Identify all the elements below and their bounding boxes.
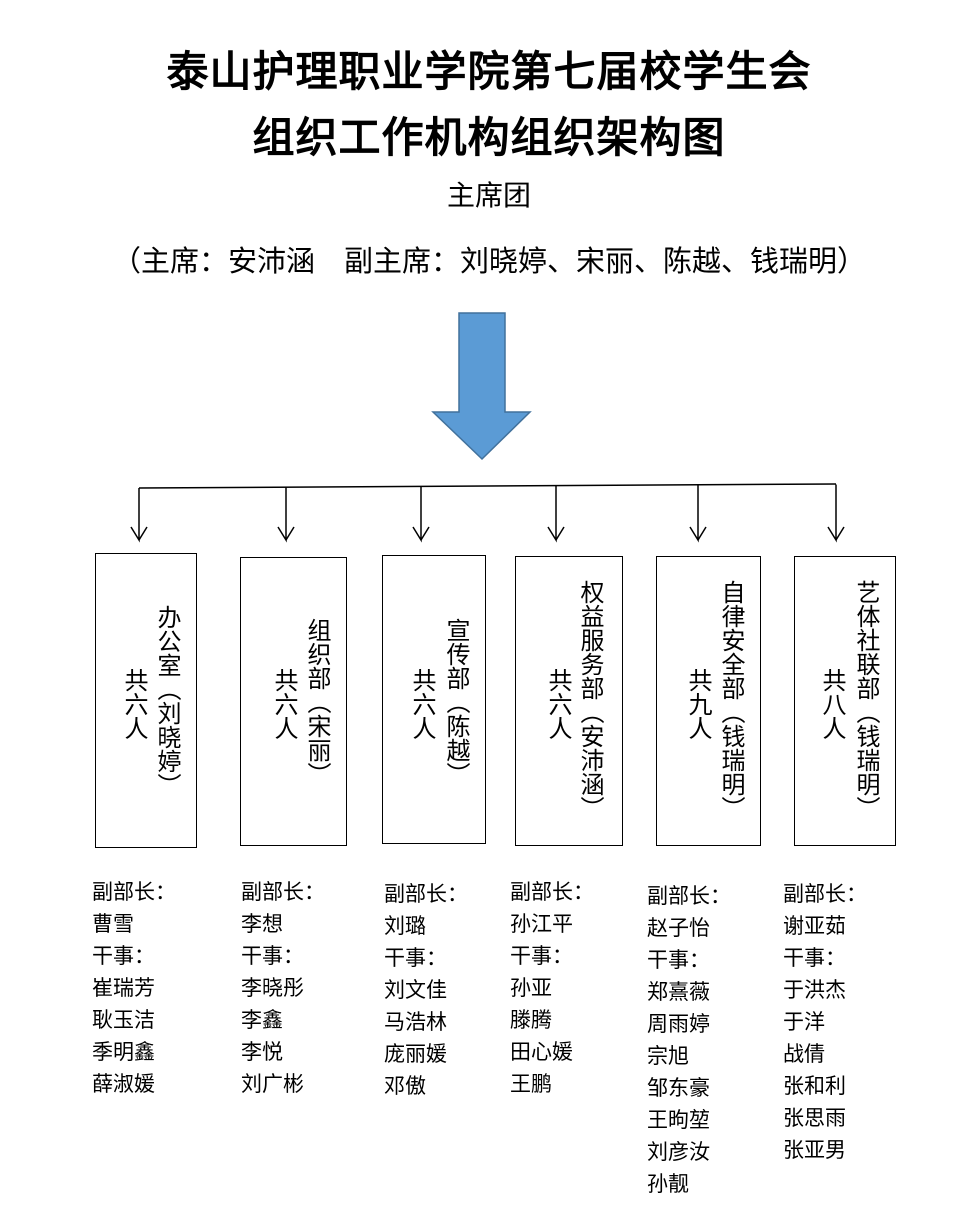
staff-name: 张思雨 — [783, 1106, 846, 1130]
branch-line — [138, 483, 837, 489]
department-count: 共六人 — [544, 668, 572, 740]
deputy-name: 刘璐 — [384, 914, 426, 938]
deputy-name: 赵子怡 — [647, 916, 710, 940]
down-arrow-icon-head — [835, 526, 845, 541]
staff-name: 马浩林 — [384, 1010, 447, 1034]
staff-name: 刘广彬 — [241, 1072, 304, 1096]
staff-name: 刘文佳 — [384, 978, 447, 1002]
staff-name: 邓傲 — [384, 1074, 426, 1098]
deputy-name: 李想 — [241, 912, 283, 936]
staff-name: 王昫堃 — [647, 1108, 710, 1132]
chart-title-line1: 泰山护理职业学院第七届校学生会 — [166, 47, 812, 96]
staff-name: 李鑫 — [241, 1008, 283, 1032]
staff-name: 郑熹薇 — [647, 980, 710, 1004]
staff-name: 刘彦汝 — [647, 1140, 710, 1164]
staff-name: 王鹏 — [510, 1072, 552, 1096]
big-down-arrow — [431, 312, 532, 461]
staff-name: 于洪杰 — [783, 978, 846, 1002]
staff-label: 干事： — [783, 946, 846, 970]
deputy-label: 副部长： — [92, 880, 176, 904]
staff-name: 庞丽媛 — [384, 1042, 447, 1066]
down-arrow-icon — [547, 485, 557, 543]
staff-name: 薛淑媛 — [92, 1072, 155, 1096]
department-name: 自律安全部（钱瑞明） — [717, 580, 745, 820]
staff-label: 干事： — [92, 944, 155, 968]
staff-label: 干事： — [241, 944, 304, 968]
department-members: 副部长： 刘璐干事： 刘文佳马浩林庞丽媛邓傲 — [384, 878, 468, 1102]
deputy-name: 孙江平 — [510, 912, 573, 936]
department-name: 组织部（宋丽） — [303, 618, 331, 786]
staff-name: 张亚男 — [783, 1138, 846, 1162]
staff-name: 耿玉洁 — [92, 1008, 155, 1032]
staff-name: 田心媛 — [510, 1040, 573, 1064]
staff-name: 崔瑞芳 — [92, 976, 155, 1000]
presidium-members: （主席：安沛涵 副主席：刘晓婷、宋丽、陈越、钱瑞明） — [111, 244, 866, 278]
department-box — [95, 553, 197, 848]
department-count: 共六人 — [408, 668, 436, 740]
department-name: 宣传部（陈越） — [442, 618, 470, 786]
deputy-label: 副部长： — [510, 880, 594, 904]
department-box — [515, 556, 623, 846]
staff-name: 滕腾 — [510, 1008, 552, 1032]
presidium-label: 主席团 — [446, 179, 531, 212]
staff-label: 干事： — [510, 944, 573, 968]
down-arrow-icon — [689, 485, 699, 543]
down-arrow-icon-head — [555, 526, 565, 541]
staff-name: 张和利 — [783, 1074, 846, 1098]
down-arrow-icon — [277, 487, 287, 543]
department-members: 副部长： 曹雪干事： 崔瑞芳耿玉洁季明鑫薛淑媛 — [92, 876, 176, 1100]
department-members: 副部长： 孙江平干事： 孙亚滕腾田心媛王鹏 — [510, 876, 594, 1100]
staff-name: 孙亚 — [510, 976, 552, 1000]
department-name: 权益服务部（安沛涵） — [576, 580, 604, 820]
department-count: 共六人 — [270, 668, 298, 740]
staff-label: 干事： — [647, 948, 710, 972]
deputy-label: 副部长： — [241, 880, 325, 904]
down-arrow-icon-head — [285, 526, 295, 541]
department-box — [656, 556, 761, 846]
department-count: 共八人 — [818, 668, 846, 740]
down-arrow-icon-head — [138, 526, 148, 541]
deputy-name: 谢亚茹 — [783, 914, 846, 938]
department-count: 共九人 — [684, 668, 712, 740]
staff-name: 于洋 — [783, 1010, 825, 1034]
staff-name: 宗旭 — [647, 1044, 689, 1068]
staff-name: 李悦 — [241, 1040, 283, 1064]
department-name: 艺体社联部（钱瑞明） — [852, 580, 880, 820]
staff-name: 孙靓 — [647, 1172, 689, 1196]
deputy-label: 副部长： — [647, 884, 731, 908]
department-count: 共六人 — [120, 668, 148, 740]
staff-name: 季明鑫 — [92, 1040, 155, 1064]
chart-title-line2: 组织工作机构组织架构图 — [252, 113, 726, 162]
staff-label: 干事： — [384, 946, 447, 970]
staff-name: 邹东豪 — [647, 1076, 710, 1100]
department-members: 副部长： 李想干事： 李晓彤李鑫李悦刘广彬 — [241, 876, 325, 1100]
department-members: 副部长： 赵子怡干事： 郑熹薇周雨婷宗旭邹东豪王昫堃刘彦汝孙靓 — [647, 880, 731, 1200]
department-members: 副部长： 谢亚茹干事： 于洪杰于洋战倩张和利张思雨张亚男 — [783, 878, 867, 1166]
staff-name: 周雨婷 — [647, 1012, 710, 1036]
down-arrow-icon-head — [697, 526, 707, 541]
department-box — [240, 557, 347, 846]
down-arrow-icon-head — [420, 526, 430, 541]
department-name: 办公室（刘晓婷） — [153, 605, 181, 797]
department-box — [794, 556, 896, 846]
down-arrow-icon — [412, 486, 422, 543]
deputy-label: 副部长： — [384, 882, 468, 906]
staff-name: 战倩 — [783, 1042, 825, 1066]
down-arrow-icon — [130, 488, 140, 543]
deputy-label: 副部长： — [783, 882, 867, 906]
staff-name: 李晓彤 — [241, 976, 304, 1000]
deputy-name: 曹雪 — [92, 912, 134, 936]
department-box — [382, 555, 486, 844]
down-arrow-icon — [827, 484, 837, 543]
